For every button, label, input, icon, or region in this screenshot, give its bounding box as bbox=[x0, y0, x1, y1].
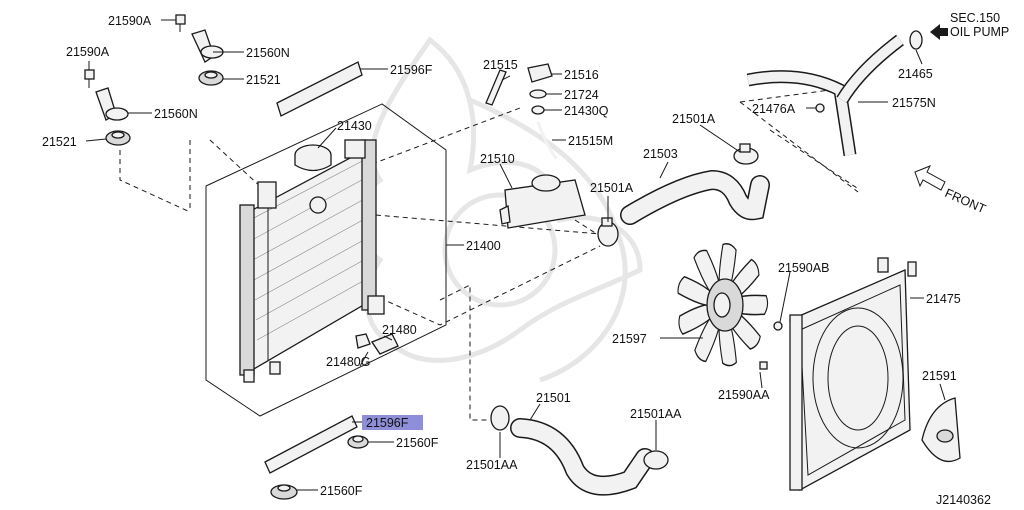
label-21521-left: 21521 bbox=[42, 135, 77, 149]
label-21430: 21430 bbox=[337, 119, 372, 133]
label-front: FRONT bbox=[943, 186, 988, 216]
lower-radiator-hose[interactable] bbox=[510, 418, 655, 496]
shroud-bolt-21590AB[interactable] bbox=[773, 321, 783, 331]
label-21400: 21400 bbox=[466, 239, 501, 253]
drain-plug[interactable] bbox=[355, 333, 399, 355]
label-section-line2: OIL PUMP bbox=[950, 25, 1009, 39]
hose-clamp-21501A-upper[interactable] bbox=[733, 143, 759, 165]
label-21596F-bottom: 21596F bbox=[366, 416, 409, 430]
reservoir-cap[interactable] bbox=[527, 63, 553, 83]
front-arrow-icon bbox=[914, 165, 946, 191]
bottom-mount-rubber-1[interactable] bbox=[347, 435, 369, 449]
label-21560F-1: 21560F bbox=[396, 436, 439, 450]
label-21476A: 21476A bbox=[752, 102, 796, 116]
radiator-assembly-frame bbox=[205, 103, 447, 417]
grommet-left-21521[interactable] bbox=[105, 130, 131, 146]
label-21590AA: 21590AA bbox=[718, 388, 770, 402]
bottom-mount-rubber-2[interactable] bbox=[270, 484, 298, 500]
label-21430Q: 21430Q bbox=[564, 104, 609, 118]
label-21515: 21515 bbox=[483, 58, 518, 72]
reservoir-seal-21724[interactable] bbox=[529, 89, 547, 99]
hose-clamp-21501AA-radiator[interactable] bbox=[490, 405, 510, 431]
part-labels: 21590A 21560N 21521 21590A 21560N 21521 … bbox=[42, 11, 1009, 507]
label-leader-lines bbox=[85, 19, 946, 491]
label-21465: 21465 bbox=[898, 67, 933, 81]
label-21501AA-1: 21501AA bbox=[466, 458, 518, 472]
label-21597: 21597 bbox=[612, 332, 647, 346]
water-outlet-pipe[interactable] bbox=[746, 34, 904, 156]
fan-motor[interactable] bbox=[921, 397, 961, 463]
label-section-line1: SEC.150 bbox=[950, 11, 1000, 25]
label-21560N-top: 21560N bbox=[246, 46, 290, 60]
label-21501AA-2: 21501AA bbox=[630, 407, 682, 421]
label-21501A-2: 21501A bbox=[590, 181, 634, 195]
label-21591: 21591 bbox=[922, 369, 957, 383]
label-21590A-left: 21590A bbox=[66, 45, 110, 59]
label-21590AB: 21590AB bbox=[778, 261, 829, 275]
label-21480: 21480 bbox=[382, 323, 417, 337]
diagram-id: J2140362 bbox=[936, 493, 991, 507]
label-21596F-top: 21596F bbox=[390, 63, 433, 77]
bracket-left-21560N[interactable] bbox=[95, 87, 129, 121]
shroud-bolt-21590AA[interactable] bbox=[759, 361, 768, 370]
coolant-reservoir[interactable] bbox=[499, 174, 586, 229]
radiator-cap[interactable] bbox=[294, 144, 332, 172]
label-21590A-top: 21590A bbox=[108, 14, 152, 28]
label-21501A-1: 21501A bbox=[672, 112, 716, 126]
label-21501: 21501 bbox=[536, 391, 571, 405]
label-21521-top: 21521 bbox=[246, 73, 281, 87]
label-21510: 21510 bbox=[480, 152, 515, 166]
label-21515M: 21515M bbox=[568, 134, 613, 148]
label-21575N: 21575N bbox=[892, 96, 936, 110]
section-arrow-icon bbox=[930, 24, 948, 40]
bolt-top-21590A[interactable] bbox=[175, 14, 186, 32]
label-21475: 21475 bbox=[926, 292, 961, 306]
top-mount-strip[interactable] bbox=[276, 61, 363, 117]
reservoir-hose-fitting[interactable] bbox=[485, 69, 507, 106]
label-21503: 21503 bbox=[643, 147, 678, 161]
reservoir-clip-21430Q[interactable] bbox=[531, 105, 545, 115]
label-highlight bbox=[362, 415, 423, 430]
bolt-left-21590A[interactable] bbox=[84, 69, 95, 88]
radiator-core[interactable] bbox=[239, 139, 385, 383]
label-21724: 21724 bbox=[564, 88, 599, 102]
label-21480G: 21480G bbox=[326, 355, 370, 369]
cooling-fan[interactable] bbox=[677, 243, 769, 368]
upper-radiator-hose[interactable] bbox=[620, 169, 770, 225]
hose-clamp-21501AA-engine[interactable] bbox=[643, 450, 669, 470]
bottom-mount-strip[interactable] bbox=[264, 415, 358, 474]
label-21560F-2: 21560F bbox=[320, 484, 363, 498]
label-21516: 21516 bbox=[564, 68, 599, 82]
label-21560N-left: 21560N bbox=[154, 107, 198, 121]
bracket-top-21560N[interactable] bbox=[191, 29, 224, 63]
pipe-bolt-21476A[interactable] bbox=[815, 103, 825, 113]
fan-shroud[interactable] bbox=[789, 257, 917, 492]
reservoir-hose-21515M[interactable] bbox=[536, 121, 558, 159]
dashed-guide-lines bbox=[119, 89, 861, 421]
grommet-top-21521[interactable] bbox=[198, 70, 224, 86]
o-ring-21465[interactable] bbox=[909, 30, 923, 50]
